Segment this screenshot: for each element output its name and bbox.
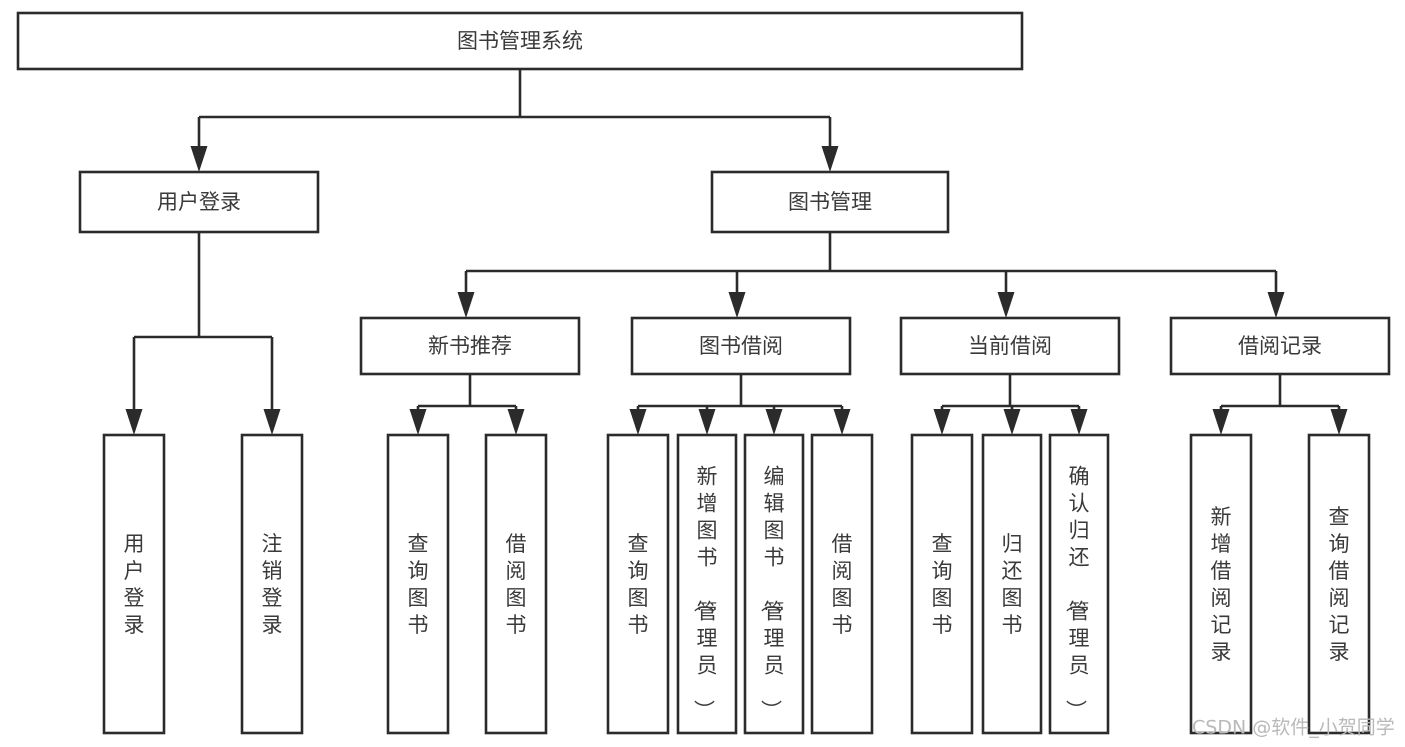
node-login-2[interactable]: 注销登录 [240,433,304,735]
node-label: 图书管理系统 [457,29,583,53]
node-label: 查询图书 [628,532,649,637]
node-box[interactable] [1307,433,1371,735]
node-record-2[interactable]: 查询借阅记录 [1307,433,1371,735]
connector-arrowhead [1003,409,1021,435]
connector-arrowhead [821,146,839,172]
node-label: 新增图书（管理员） [692,465,718,721]
node-borrow[interactable]: 图书借阅 [630,316,852,376]
node-box[interactable] [810,433,874,735]
node-label: 查询图书 [408,532,429,637]
node-login[interactable]: 用户登录 [78,170,320,234]
connector-arrowhead [263,409,281,435]
node-newbook[interactable]: 新书推荐 [359,316,581,376]
connector-arrowhead [765,409,783,435]
node-box[interactable] [1189,433,1253,735]
connector-arrowhead [997,292,1015,318]
connectors-layer [125,69,1348,435]
node-label: 编辑图书（管理员） [759,465,785,721]
node-box[interactable] [743,433,805,735]
node-label: 当前借阅 [968,334,1052,358]
node-box[interactable] [484,433,548,735]
connector-arrowhead [933,409,951,435]
connector-arrowhead [125,409,143,435]
csdn-watermark: CSDN @软件_小贺同学 [1192,717,1395,739]
node-label: 新书推荐 [428,334,512,358]
connector-arrowhead [457,292,475,318]
node-current[interactable]: 当前借阅 [899,316,1121,376]
node-record[interactable]: 借阅记录 [1169,316,1391,376]
node-box[interactable] [1169,316,1391,376]
connector-group-login [125,232,281,435]
connector-group-record [1212,374,1348,435]
connector-group-newbook [409,374,525,435]
node-label: 图书管理 [788,190,872,214]
connector-arrowhead [409,409,427,435]
connector-arrowhead [698,409,716,435]
node-current-3[interactable]: 确认归还（管理员） [1048,433,1110,735]
node-box[interactable] [676,433,738,735]
connector-arrowhead [1267,292,1285,318]
node-label: 借阅图书 [832,532,853,637]
connector-arrowhead [833,409,851,435]
node-label: 查询图书 [932,532,953,637]
node-box[interactable] [16,11,1024,71]
node-label: 新增借阅记录 [1211,505,1232,664]
connector-group-root [190,69,839,172]
node-box[interactable] [386,433,450,735]
node-borrow-3[interactable]: 编辑图书（管理员） [743,433,805,735]
connector-group-borrow [629,374,851,435]
node-label: 归还图书 [1002,532,1023,637]
node-current-1[interactable]: 查询图书 [910,433,974,735]
node-label: 确认归还（管理员） [1064,465,1090,721]
connector-arrowhead [629,409,647,435]
connector-arrowhead [1330,409,1348,435]
node-current-2[interactable]: 归还图书 [981,433,1043,735]
node-newbook-2[interactable]: 借阅图书 [484,433,548,735]
node-box[interactable] [359,316,581,376]
node-label: 注销登录 [262,532,283,637]
node-root[interactable]: 图书管理系统 [16,11,1024,71]
node-borrow-1[interactable]: 查询图书 [606,433,670,735]
node-label: 查询借阅记录 [1329,505,1350,664]
node-box[interactable] [630,316,852,376]
connector-arrowhead [190,146,208,172]
node-label: 借阅记录 [1238,334,1322,358]
node-box[interactable] [899,316,1121,376]
node-box[interactable] [78,170,320,234]
connector-arrowhead [1070,409,1088,435]
node-box[interactable] [1048,433,1110,735]
connector-arrowhead [728,292,746,318]
node-box[interactable] [102,433,166,735]
connector-group-current [933,374,1088,435]
nodes-layer: 图书管理系统用户登录图书管理新书推荐图书借阅当前借阅借阅记录用户登录注销登录查询… [16,11,1391,735]
connector-arrowhead [507,409,525,435]
node-newbook-1[interactable]: 查询图书 [386,433,450,735]
node-label: 图书借阅 [699,334,783,358]
node-borrow-4[interactable]: 借阅图书 [810,433,874,735]
node-box[interactable] [710,170,950,234]
node-borrow-2[interactable]: 新增图书（管理员） [676,433,738,735]
node-login-1[interactable]: 用户登录 [102,433,166,735]
node-label: 借阅图书 [506,532,527,637]
node-label: 用户登录 [124,532,145,637]
node-box[interactable] [606,433,670,735]
node-bookmgmt[interactable]: 图书管理 [710,170,950,234]
node-box[interactable] [910,433,974,735]
node-label: 用户登录 [157,190,241,214]
node-box[interactable] [240,433,304,735]
node-box[interactable] [981,433,1043,735]
connector-arrowhead [1212,409,1230,435]
connector-group-bookmgmt [457,232,1285,318]
node-record-1[interactable]: 新增借阅记录 [1189,433,1253,735]
